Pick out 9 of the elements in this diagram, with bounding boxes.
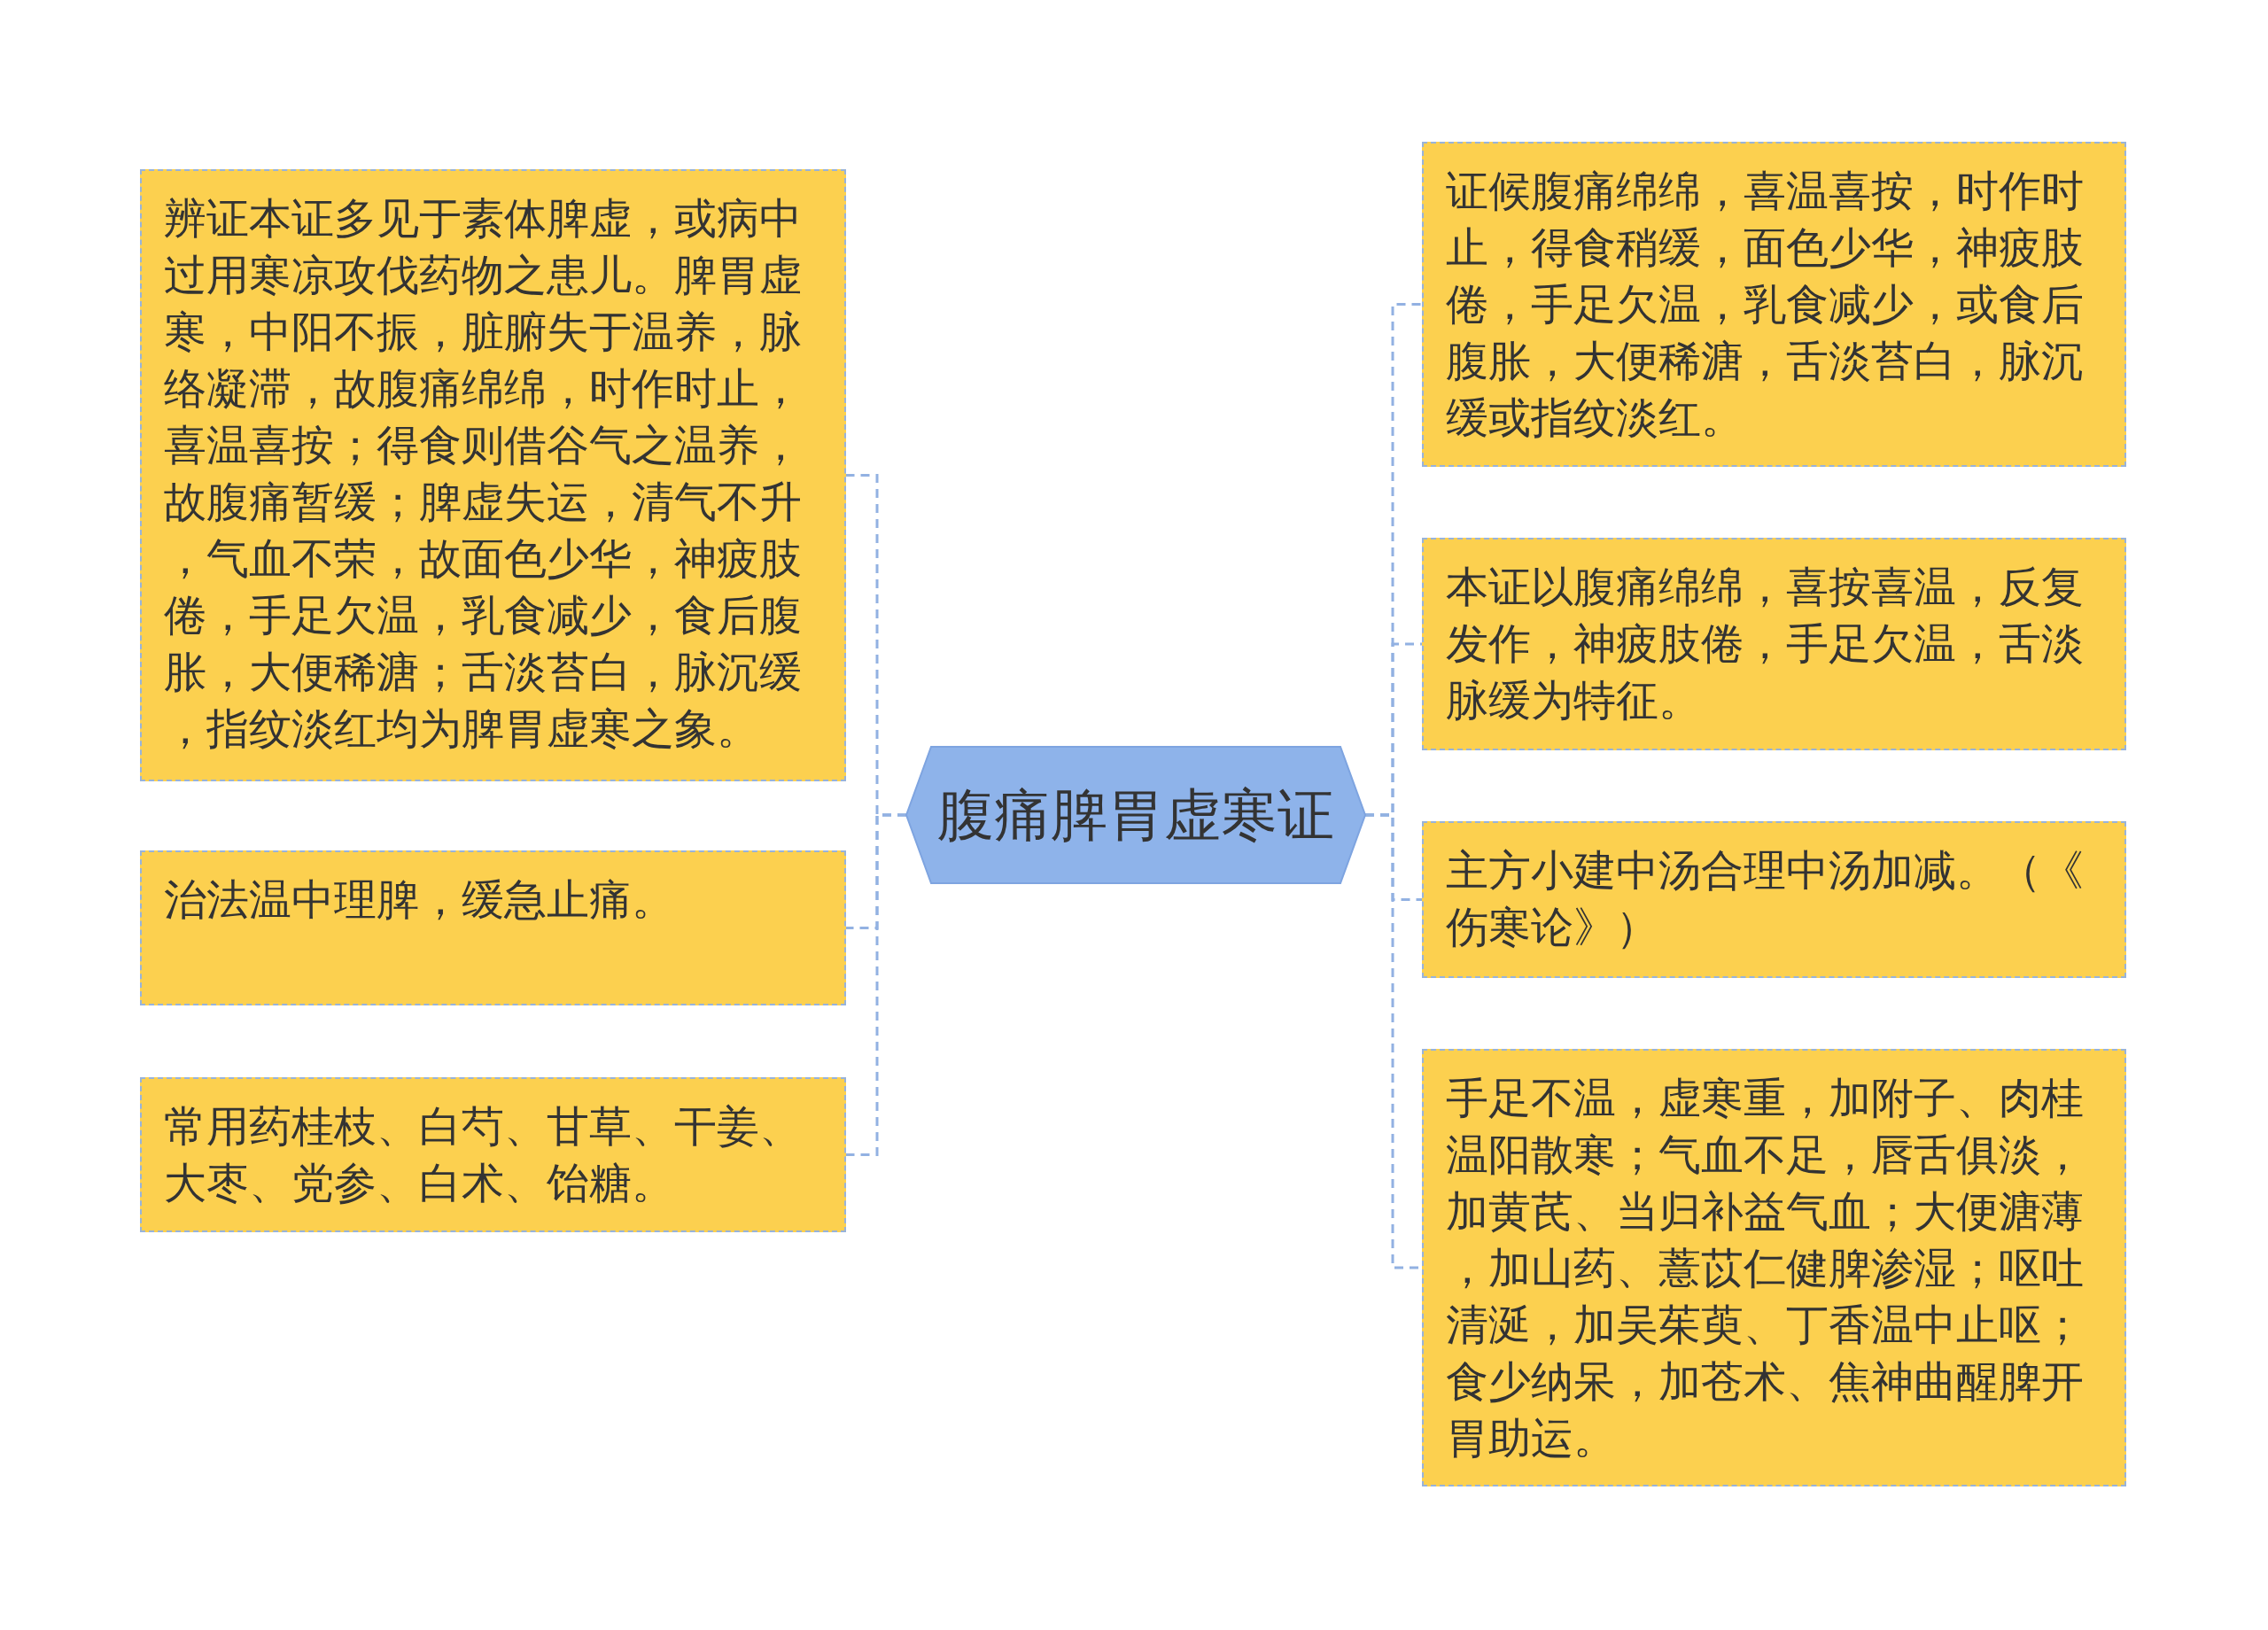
note-box: 证候腹痛绵绵，喜温喜按，时作时止，得食稍缓，面色少华，神疲肢倦，手足欠温，乳食减少，或食后腹胀，大便稀溏，舌淡苔白，脉沉缓或指纹淡红。 <box>1422 142 2126 467</box>
note-box: 手足不温，虚寒重，加附子、肉桂温阳散寒；气血不足，唇舌俱淡，加黄芪、当归补益气血；大便溏薄，加山药、薏苡仁健脾渗湿；呕吐清涎，加吴茱萸、丁香温中止呕；食少纳呆，加苍术、焦神曲醒脾开胃助运。 <box>1422 1049 2126 1486</box>
note-box: 本证以腹痛绵绵，喜按喜温，反复发作，神疲肢倦，手足欠温，舌淡脉缓为特征。 <box>1422 538 2126 750</box>
connector-line <box>846 813 906 1156</box>
note-box: 治法温中理脾，缓急止痛。 <box>140 850 846 1005</box>
topic-hexagon: 腹痛脾胃虚寒证 <box>906 747 1365 883</box>
note-box: 辨证本证多见于素体脾虚，或病中过用寒凉攻伐药物之患儿。脾胃虚寒，中阳不振，脏腑失于温养，脉络凝滞，故腹痛绵绵，时作时止，喜温喜按；得食则借谷气之温养，故腹痛暂缓；脾虚失运，清气不升，气血不荣，故面色少华，神疲肢倦，手足欠温，乳食减少，食后腹胀，大便稀溏；舌淡苔白，脉沉缓，指纹淡红均为脾胃虚寒之象。 <box>140 169 846 781</box>
note-box: 主方小建中汤合理中汤加减。（《伤寒论》） <box>1422 821 2126 978</box>
note-box: 常用药桂枝、白芍、甘草、干姜、大枣、党参、白术、饴糖。 <box>140 1077 846 1232</box>
